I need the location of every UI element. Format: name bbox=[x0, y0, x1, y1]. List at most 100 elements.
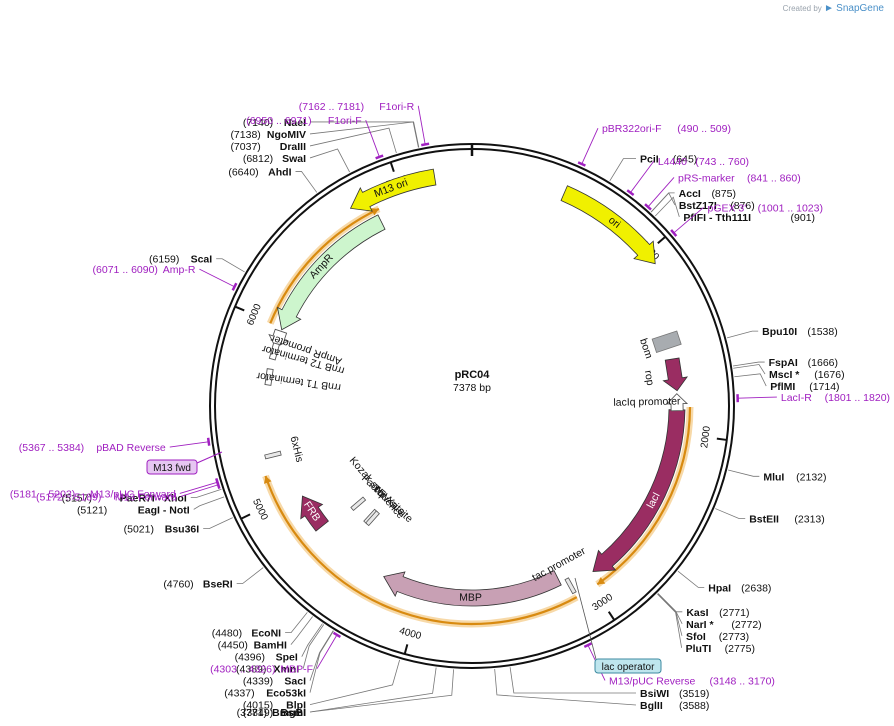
site-leader-spei bbox=[301, 623, 323, 657]
site-name-saci: SacI bbox=[284, 676, 306, 688]
site-bsiwi[interactable]: BsiWI(3519) bbox=[509, 667, 709, 700]
site-pos-ahdi: (6640) bbox=[228, 166, 258, 178]
primer-range-mbp-f: (4303 .. 4326) bbox=[210, 664, 275, 676]
site-name-bamhi: BamHI bbox=[254, 640, 287, 652]
site-name-paer7i: PaeR7I - XhoI bbox=[120, 492, 187, 504]
primer-f1ori-r[interactable]: F1ori-R(7162 .. 7181) bbox=[299, 101, 430, 147]
site-bamhi[interactable]: BamHI(4450) bbox=[218, 616, 313, 652]
site-bglii[interactable]: BglII (3588) bbox=[494, 668, 710, 712]
primer-name-m13-puc-forward: M13/pUC Forward bbox=[90, 488, 176, 500]
primer-name-pbr322ori-f: pBR322ori-F bbox=[602, 123, 662, 135]
site-name-draiii: DraIII bbox=[280, 141, 306, 153]
site-fspai[interactable]: FspAI(1666) bbox=[732, 357, 838, 369]
primer-mbp-f[interactable]: MBP-F (4303 .. 4326) bbox=[210, 631, 342, 676]
site-pos-hpai: (2638) bbox=[741, 582, 771, 594]
primer-range-amp-r: (6071 .. 6090) bbox=[93, 264, 158, 276]
site-blpi[interactable]: BlpI(4015) bbox=[243, 659, 401, 712]
site-eagi[interactable]: EagI - NotI(5121) bbox=[77, 496, 225, 517]
feature-rop[interactable]: rop bbox=[642, 357, 689, 392]
feature-m13-ori[interactable]: M13 ori bbox=[349, 168, 437, 212]
site-pluti[interactable]: PluTI (2775) bbox=[657, 593, 755, 655]
site-swai[interactable]: SwaI(6812) bbox=[243, 148, 350, 173]
site-pos-draiii: (7037) bbox=[230, 141, 260, 153]
primer-pgex-3[interactable]: pGEX 3'(1001 .. 1023) bbox=[670, 202, 823, 237]
primer-prs-marker[interactable]: pRS-marker(841 .. 860) bbox=[644, 172, 801, 211]
site-draiii[interactable]: DraIII (7037) bbox=[230, 127, 397, 154]
site-scai[interactable]: ScaI(6159) bbox=[149, 254, 245, 273]
primer-mark-laci-r bbox=[736, 394, 740, 403]
ori-label: ori bbox=[606, 214, 623, 231]
primer-l4440[interactable]: L4440(743 .. 760) bbox=[626, 156, 749, 197]
site-pos-saci: (4339) bbox=[243, 676, 273, 688]
site-ngomiv[interactable]: NgoMIV(7138) bbox=[230, 121, 419, 148]
primer-laci-r[interactable]: LacI-R(1801 .. 1820) bbox=[736, 392, 890, 404]
primer-m13-puc-forward[interactable]: M13/pUC Forward (5181 .. 5203) bbox=[10, 478, 220, 500]
site-name-bglii: BglII bbox=[640, 700, 663, 712]
primer-pbr322ori-f[interactable]: pBR322ori-F(490 .. 509) bbox=[577, 123, 731, 167]
primer-m13-puc-reverse[interactable]: M13/pUC Reverse(3148 .. 3170) bbox=[583, 642, 775, 687]
site-saci[interactable]: SacI (4339) bbox=[243, 630, 334, 688]
primer-range-m13-forward: (5172 .. 5189) bbox=[36, 491, 101, 503]
primer-name-mbp-f: MBP-F bbox=[280, 664, 313, 676]
6xhis-mark bbox=[264, 450, 282, 460]
feature-ori[interactable]: ori bbox=[560, 185, 656, 265]
feature-frb[interactable]: FRB bbox=[300, 495, 329, 532]
primer-m13-forward[interactable]: M13 Forward (5172 .. 5189) bbox=[36, 480, 221, 504]
site-naei[interactable]: NaeI(7140) bbox=[243, 117, 420, 148]
site-name-pluti: PluTI bbox=[686, 643, 712, 655]
feature-bom[interactable]: bom bbox=[637, 330, 682, 360]
m13-fwd-badge[interactable]: M13 fwd bbox=[146, 459, 198, 475]
tick-5000 bbox=[240, 513, 251, 520]
site-kasi[interactable]: KasI(2771) bbox=[657, 593, 749, 619]
site-bsteii[interactable]: BstEII(2313) bbox=[715, 508, 825, 526]
primer-range-m13-puc-forward: (5181 .. 5203) bbox=[10, 488, 75, 500]
site-hpai[interactable]: HpaI(2638) bbox=[677, 570, 771, 594]
site-spei[interactable]: SpeI(4396) bbox=[235, 623, 323, 664]
site-ahdi[interactable]: AhdI(6640) bbox=[228, 166, 318, 193]
site-econi[interactable]: EcoNI(4480) bbox=[212, 612, 308, 640]
site-bsmi[interactable]: BsmI(3849) bbox=[243, 667, 437, 719]
primer-pbad-reverse[interactable]: pBAD Reverse(5367 .. 5384) bbox=[19, 437, 211, 454]
site-mlui[interactable]: MluI(2132) bbox=[728, 469, 827, 483]
site-leader-pflfi bbox=[654, 196, 680, 217]
site-leader-bseri bbox=[236, 567, 264, 584]
site-pos-bglii: (3588) bbox=[679, 700, 709, 712]
site-eco53ki[interactable]: Eco53kI(4337) bbox=[224, 630, 334, 700]
site-bseri[interactable]: BseRI(4760) bbox=[163, 567, 264, 591]
site-sfoi[interactable]: SfoI(2773) bbox=[657, 593, 749, 643]
site-msci[interactable]: MscI *(1676) bbox=[733, 364, 845, 382]
primer-name-m13-forward: M13 Forward bbox=[115, 491, 177, 503]
site-bsu36i[interactable]: Bsu36I(5021) bbox=[124, 517, 233, 536]
site-bmgbi[interactable]: BmgBI(3771) bbox=[237, 669, 454, 719]
primers: F1ori-R(7162 .. 7181)F1ori-F(6950 .. 697… bbox=[10, 101, 890, 688]
feature-6xhis[interactable]: 6xHis bbox=[264, 435, 306, 463]
lac-operator-badge[interactable]: lac operator bbox=[594, 658, 662, 674]
feature-mbp[interactable]: MBP bbox=[383, 570, 562, 607]
site-leader-pluti bbox=[657, 593, 683, 648]
site-pcii[interactable]: PciI(645) bbox=[609, 154, 697, 182]
site-pos-spei: (4396) bbox=[235, 652, 265, 664]
m13-fwd-leader bbox=[196, 451, 223, 464]
primer-f1ori-f[interactable]: F1ori-F(6950 .. 6971) bbox=[246, 115, 384, 160]
site-xmni[interactable]: XmnI(4389) bbox=[236, 624, 325, 676]
site-pflmi[interactable]: PflMI(1714) bbox=[734, 373, 840, 393]
feature-ampr[interactable]: AmpR bbox=[276, 214, 386, 331]
site-pos-pflmi: (1714) bbox=[809, 381, 839, 393]
site-leader-hpai bbox=[677, 570, 705, 588]
site-bpu10i[interactable]: Bpu10I(1538) bbox=[726, 326, 838, 339]
site-pos-pluti: (2775) bbox=[725, 643, 755, 655]
site-leader-bsmi bbox=[309, 667, 437, 713]
plasmid-name: pRC04 bbox=[455, 369, 491, 381]
primer-mark-mbp-f bbox=[332, 631, 342, 638]
site-paer7i[interactable]: PaeR7I - XhoI(5157) bbox=[62, 488, 222, 504]
feature-lacIq-promoter[interactable]: lacIq promoter bbox=[613, 393, 689, 412]
feature-laci[interactable]: lacI bbox=[592, 409, 686, 572]
site-name-mlui: MluI bbox=[763, 471, 784, 483]
site-nari[interactable]: NarI *(2772) bbox=[657, 593, 762, 631]
lac-operator-badge-label: lac operator bbox=[602, 662, 655, 673]
site-leader-bsteii bbox=[715, 508, 746, 520]
site-bstz17i[interactable]: BstZ17I(876) bbox=[650, 192, 755, 213]
site-pflfi[interactable]: PflFI - Tth111I(901) bbox=[654, 196, 815, 224]
6xhis-label: 6xHis bbox=[287, 435, 305, 463]
primer-amp-r[interactable]: Amp-R(6071 .. 6090) bbox=[93, 264, 238, 291]
